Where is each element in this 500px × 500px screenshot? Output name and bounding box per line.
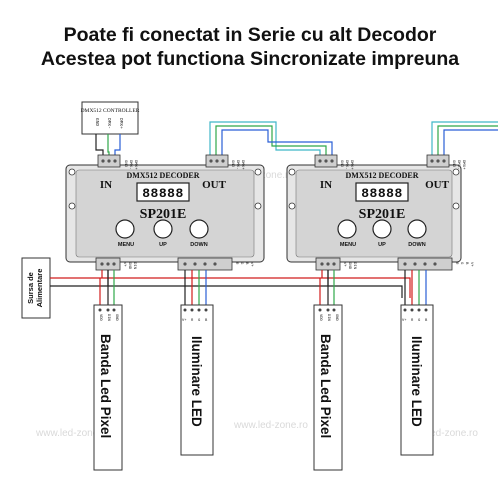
strip-pin: GND [114,314,118,322]
strip-pin: VDD [318,314,322,322]
decoder-io-pin: DMX+ [461,160,465,170]
power-wires [50,270,427,305]
up-button[interactable] [153,219,173,239]
decoder-model: SP201E [359,207,406,222]
up-button-label: UP [378,242,386,248]
strip-pin: GND [334,314,338,322]
down-button-label: DOWN [190,242,207,248]
decoder-output-pin: B [464,262,468,265]
decoder-title: DMX512 DECODER [126,171,199,180]
decoder-output-pin: DIN [132,262,136,270]
strip-pin: V+ [402,319,407,323]
strip-label: Banda Led Pixel [318,334,333,438]
strip-label: Iluminare LED [409,336,424,427]
menu-button[interactable] [115,219,135,239]
decoder-display [355,182,409,202]
decoder-in-label: IN [320,179,332,191]
strip-label: Iluminare LED [189,336,204,427]
strip-pin: V+ [182,319,187,323]
decoder-out-label: OUT [425,179,450,191]
decoder-io-pin: DMX+ [240,160,244,170]
decoder-output-pin: G [459,262,463,265]
power-supply-label-2: Alimentare [35,269,44,308]
decoder-output-pin: V+ [342,262,346,267]
decoder-1: GND DMX- DMX+ GND DMX- DMX+ IN OUT DMX51… [65,154,265,271]
output-wires [431,121,498,160]
watermark: www.led-zone.ro [233,420,308,431]
strip-pin: DIN [106,314,110,321]
controller-pin: DMX+ [118,118,124,129]
decoder-output-pin: V+ [122,262,126,267]
decoder-output-pin: DIN [352,262,356,270]
decoder-display-digits: 88888 [142,186,184,201]
decoder-io-pin: GND [230,160,234,168]
up-button-label: UP [159,242,167,248]
strip-pin: B [205,319,208,323]
controller-pin: DMX- [106,118,112,129]
decoder-output-pin: GND [127,262,131,270]
down-button[interactable] [407,219,427,239]
power-supply-label-1: Sursa de [26,272,35,304]
decoder-model: SP201E [140,207,187,222]
decoder-output-pin: B [244,262,248,265]
up-button[interactable] [372,219,392,239]
strip-pin: DIN [326,314,330,321]
led-strip-1: VDD DIN GND Banda Led Pixel [93,304,123,471]
strip-pin: G [198,319,201,323]
led-strip-4: V+ R G B Iluminare LED [400,304,434,456]
title-line-1: Poate fi conectat in Serie cu alt Decodo… [63,24,437,46]
decoder-output-pin: R [454,262,458,265]
menu-button-label: MENU [118,242,134,248]
controller-pin: GND [94,118,100,126]
decoder-io-pin: GND [451,160,455,168]
decoder-output-pin: V+ [249,262,253,267]
decoder-output-pin: V+ [469,262,473,267]
decoder-io-pin: DMX- [344,160,348,170]
power-supply: Sursa de Alimentare [21,257,51,319]
led-strip-3: VDD DIN GND Banda Led Pixel [313,304,343,471]
strip-pin: R [411,319,414,323]
decoder-out-label: OUT [202,179,227,191]
strip-pin: B [425,319,428,323]
decoder-output-pin: R [234,262,238,265]
decoder-io-pin: DMX+ [133,160,137,170]
led-strip-2: V+ R G B Iluminare LED [180,304,214,456]
decoder-io-pin: DMX- [128,160,132,170]
decoder-io-pin: DMX- [235,160,239,170]
dmx-controller: DMX512 CONTROLLER GND DMX- DMX+ [81,101,140,135]
daisy-chain-wires [209,121,333,160]
watermark: www.led-zone.ro [35,428,110,439]
down-button-label: DOWN [408,242,425,248]
decoder-display [136,182,190,202]
decoder-io-pin: DMX- [456,160,460,170]
decoder-in-label: IN [100,179,112,191]
strip-pin: VDD [98,314,102,322]
decoder-display-digits: 88888 [361,186,403,201]
decoder-2: GND DMX- DMX+ GND DMX- DMX+ IN OUT DMX51… [286,154,473,271]
decoder-io-pin: GND [123,160,127,168]
controller-label: DMX512 CONTROLLER [81,108,140,114]
title-line-2: Acestea pot functiona Sincronizate impre… [40,48,460,70]
decoder-output-pin: G [239,262,243,265]
strip-pin: G [418,319,421,323]
decoder-io-pin: DMX+ [349,160,353,170]
decoder-io-pin: GND [339,160,343,168]
down-button[interactable] [189,219,209,239]
strip-label: Banda Led Pixel [98,334,113,438]
decoder-title: DMX512 DECODER [345,171,418,180]
menu-button[interactable] [337,219,357,239]
decoder-output-pin: GND [347,262,351,270]
watermark: www.led-zone.ro [403,428,478,439]
strip-pin: R [191,319,194,323]
menu-button-label: MENU [340,242,356,248]
